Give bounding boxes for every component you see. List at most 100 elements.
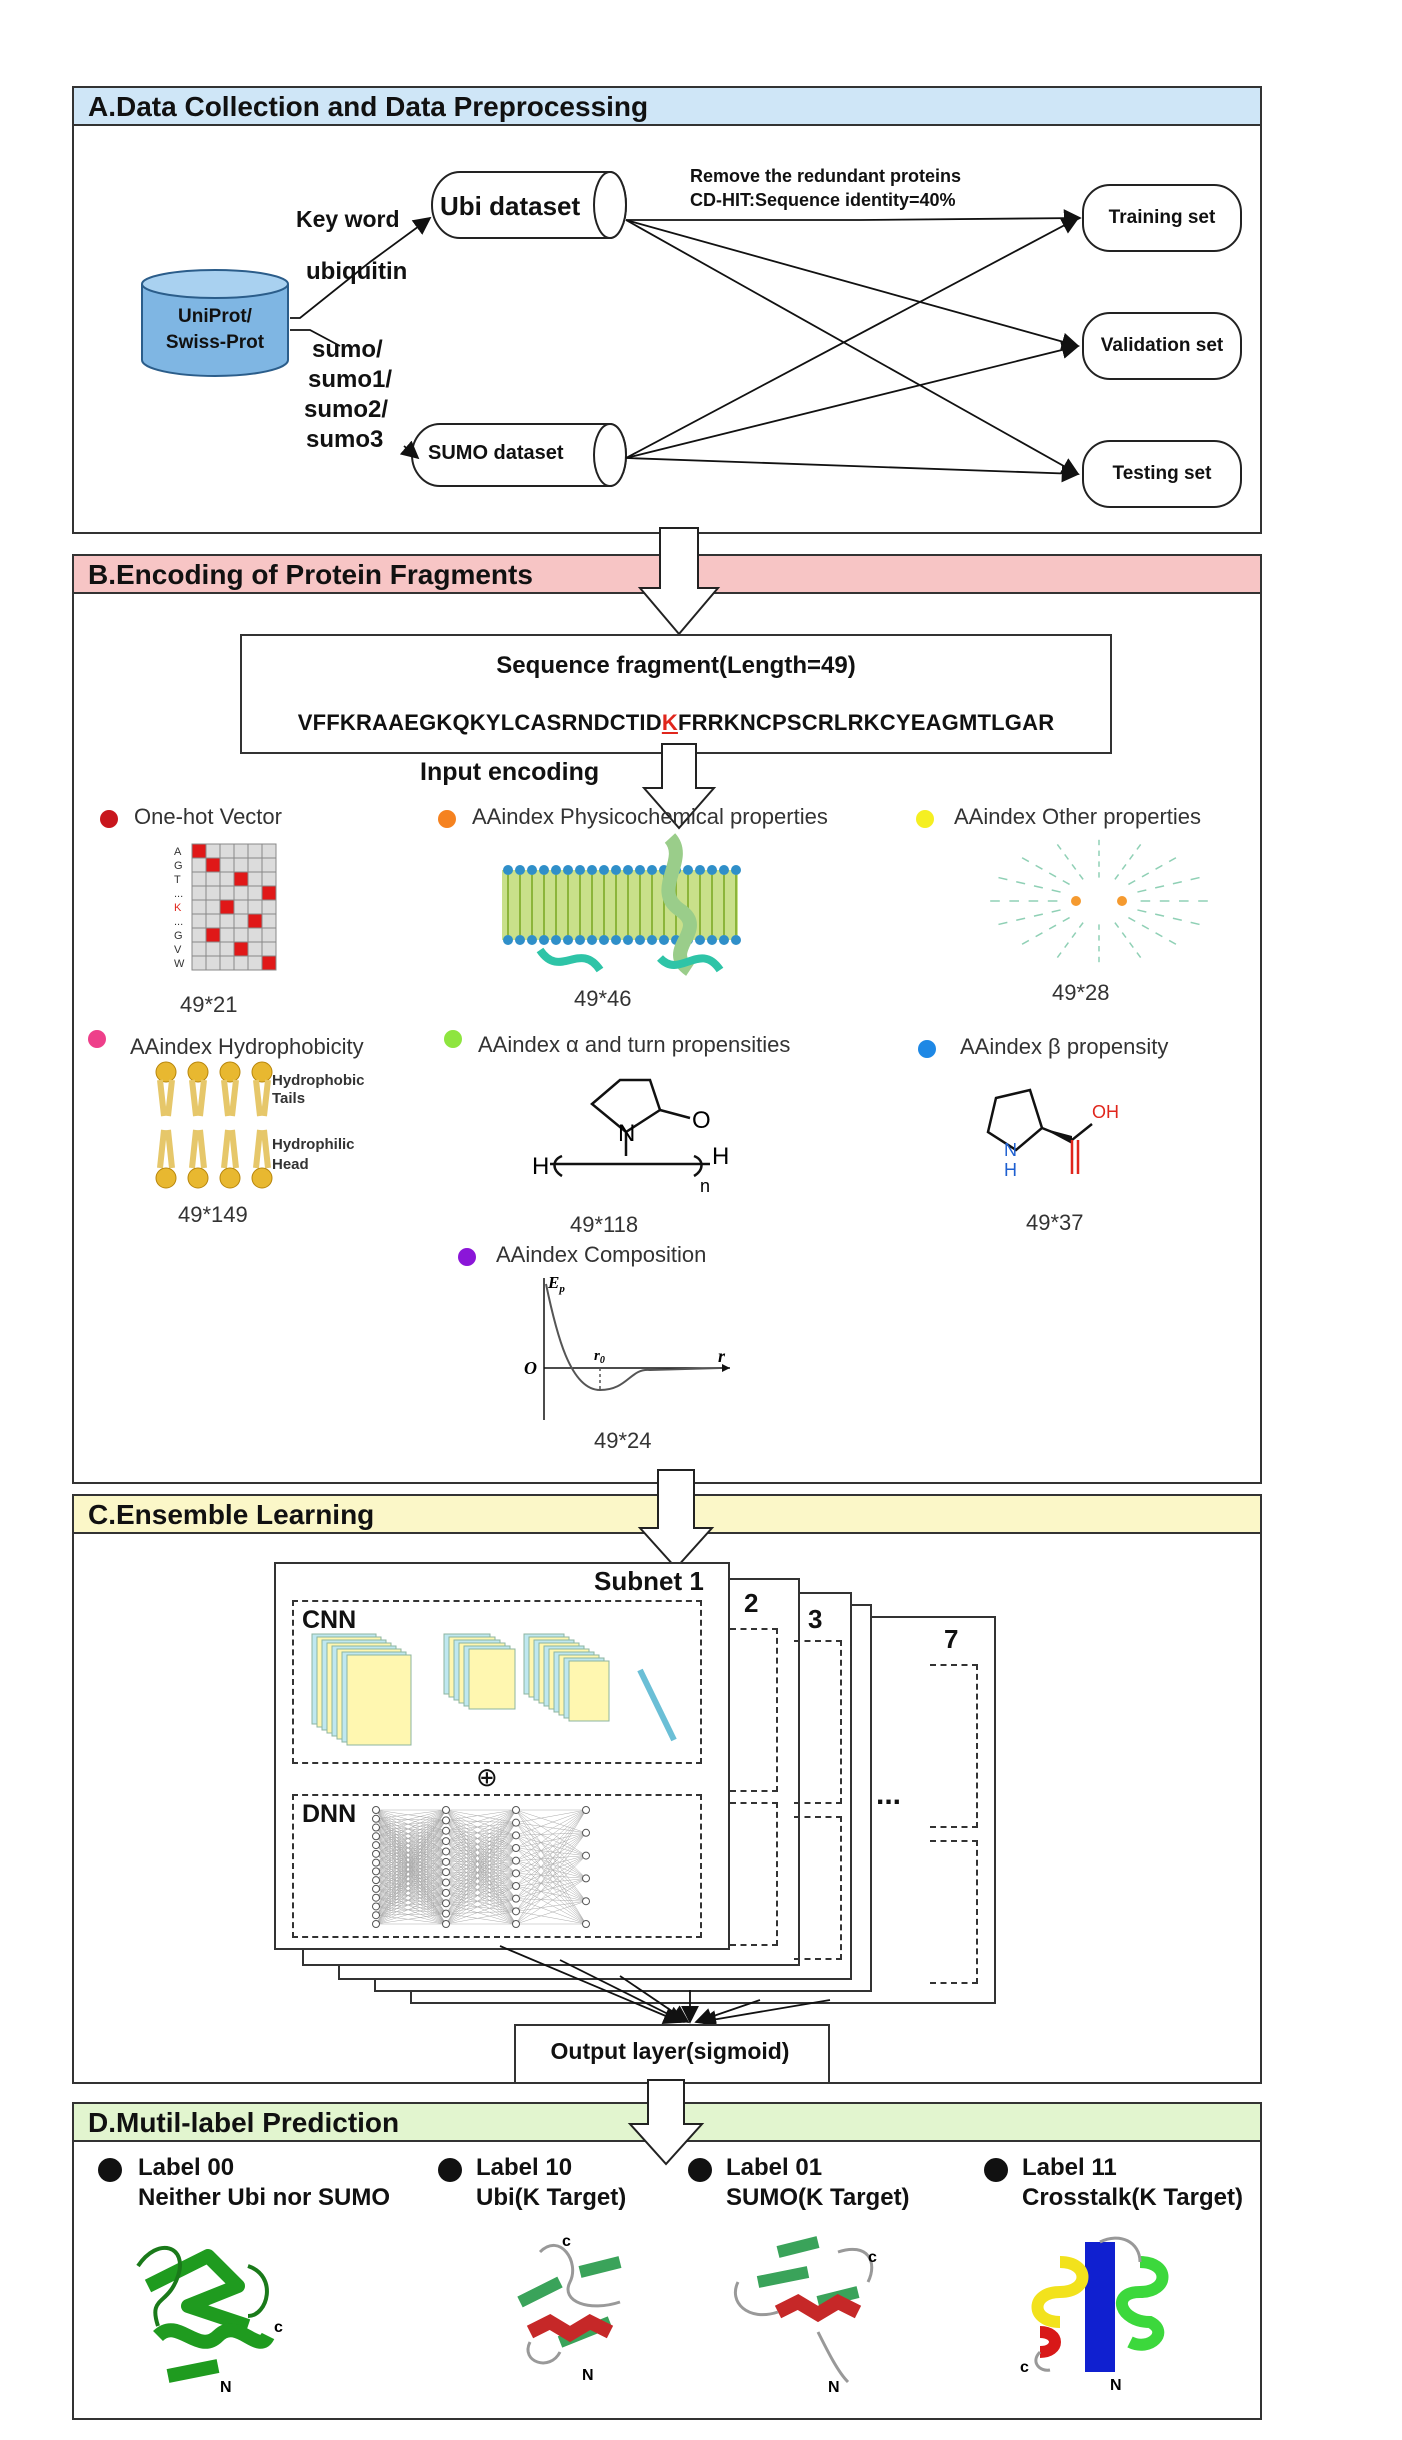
dnn-edge — [375, 1871, 447, 1907]
dnn-node — [372, 1867, 380, 1876]
curve-origin: O — [524, 1358, 537, 1378]
dnn-node — [512, 1844, 520, 1852]
dnn-edge — [375, 1809, 447, 1881]
dnn-edge — [375, 1840, 447, 1916]
dnn-edge — [375, 1903, 447, 1916]
lipid-head — [707, 865, 717, 875]
dnn-edge — [515, 1822, 587, 1925]
dnn-edge — [375, 1809, 447, 1837]
subnet-3-dashed-top — [794, 1640, 842, 1804]
dnn-node — [372, 1884, 380, 1893]
onehot-row-label: ... — [174, 916, 183, 928]
dnn-edge — [375, 1892, 447, 1916]
field-line — [1051, 889, 1061, 893]
dnn-edge — [375, 1861, 447, 1898]
sumo-dataset-label: SUMO dataset — [428, 442, 564, 464]
field-line — [1033, 885, 1043, 889]
training-set-box: Training set — [1082, 184, 1242, 252]
lipid-head-top — [251, 1061, 273, 1083]
protein-01-n: N — [828, 2379, 840, 2396]
dnn-node — [372, 1823, 380, 1832]
subnet-7-dashed-bottom — [930, 1840, 978, 1984]
dnn-edge — [515, 1860, 587, 1925]
field-line — [1064, 853, 1069, 860]
input-encoding-label: Input encoding — [420, 758, 600, 786]
protein-structure-00-image: c N — [136, 2245, 283, 2396]
dnn-edge — [375, 1861, 447, 1890]
dnn-edge — [515, 1847, 587, 1902]
dnn-edge — [515, 1832, 587, 1836]
flow-arrow-b-c — [637, 1469, 715, 1570]
lipid-tail-bottom — [221, 1129, 239, 1169]
dnn-node — [512, 1920, 520, 1928]
lipid-head — [563, 935, 573, 945]
field-line — [1048, 924, 1057, 930]
dnn-edge — [515, 1855, 587, 1925]
onehot-row-label: V — [174, 944, 182, 956]
dnn-node — [512, 1818, 520, 1827]
physchem-dim: 49*46 — [574, 986, 632, 1011]
sumo-dataset-shape — [411, 423, 627, 487]
lipid-head — [659, 935, 669, 945]
dnn-edge — [375, 1820, 447, 1907]
lipid-head — [539, 865, 549, 875]
lipid-head — [587, 865, 597, 875]
field-line — [1168, 857, 1177, 863]
keyword-sumo-1: sumo/ — [312, 336, 383, 363]
dnn-edge — [375, 1882, 447, 1925]
alpha-turn-label: AAindex α and turn propensities — [478, 1032, 791, 1057]
dnn-edge — [375, 1871, 447, 1881]
dnn-edge — [515, 1873, 587, 1902]
dnn-node — [372, 1920, 380, 1928]
ubi-dataset-shape — [431, 171, 627, 239]
dnn-edge — [375, 1897, 447, 1914]
cnn-layers-image — [311, 1633, 677, 1746]
lipid-head-top — [155, 1061, 177, 1083]
dnn-node — [442, 1826, 450, 1835]
dnn-edge — [375, 1871, 447, 1925]
subnet-2-dashed-top — [730, 1628, 778, 1792]
composition-dot — [458, 1248, 476, 1266]
lipid-tail-top — [221, 1079, 239, 1117]
lipid-head — [707, 935, 717, 945]
dnn-edge — [515, 1847, 587, 1856]
dnn-edge — [445, 1911, 517, 1925]
dnn-edge — [445, 1809, 517, 1863]
dnn-edge — [445, 1898, 517, 1925]
lipid-head — [611, 865, 621, 875]
sequence-after: FRRKNCPSCRLRKCYEAGMTLGAR — [677, 710, 1055, 735]
dnn-edge — [445, 1835, 517, 1925]
onehot-label: One-hot Vector — [134, 804, 282, 829]
dnn-edge — [375, 1888, 447, 1914]
field-line — [998, 921, 1008, 926]
dnn-edge — [375, 1840, 447, 1890]
field-line — [1168, 939, 1177, 945]
dnn-edge — [375, 1840, 447, 1881]
flow-arrow-a-b-overlay — [637, 527, 721, 636]
polymer-h-left: H — [532, 1153, 549, 1180]
dnn-edge — [515, 1822, 587, 1834]
dnn-edge — [515, 1822, 587, 1856]
alpha-turn-dot — [444, 1030, 462, 1048]
dnn-edge — [375, 1830, 447, 1907]
field-line — [1062, 879, 1070, 886]
field-line — [1114, 873, 1120, 880]
lipid-head — [731, 935, 741, 945]
dnn-node — [372, 1893, 380, 1902]
dnn-edge — [515, 1809, 587, 1925]
dnn-edge — [375, 1871, 447, 1898]
testing-set-box: Testing set — [1082, 440, 1242, 508]
dnn-node — [372, 1849, 380, 1858]
curve-r: r — [718, 1346, 726, 1366]
dnn-edge — [375, 1913, 447, 1925]
dnn-node — [372, 1911, 380, 1920]
field-line — [1114, 922, 1120, 929]
other-dot — [916, 810, 934, 828]
field-line — [1062, 916, 1070, 923]
lipid-head — [695, 935, 705, 945]
field-line — [1064, 942, 1069, 949]
dnn-edge — [515, 1855, 587, 1874]
subnet-ellipsis: ... — [876, 1778, 902, 1811]
keyword-ubiquitin: ubiquitin — [306, 258, 408, 285]
